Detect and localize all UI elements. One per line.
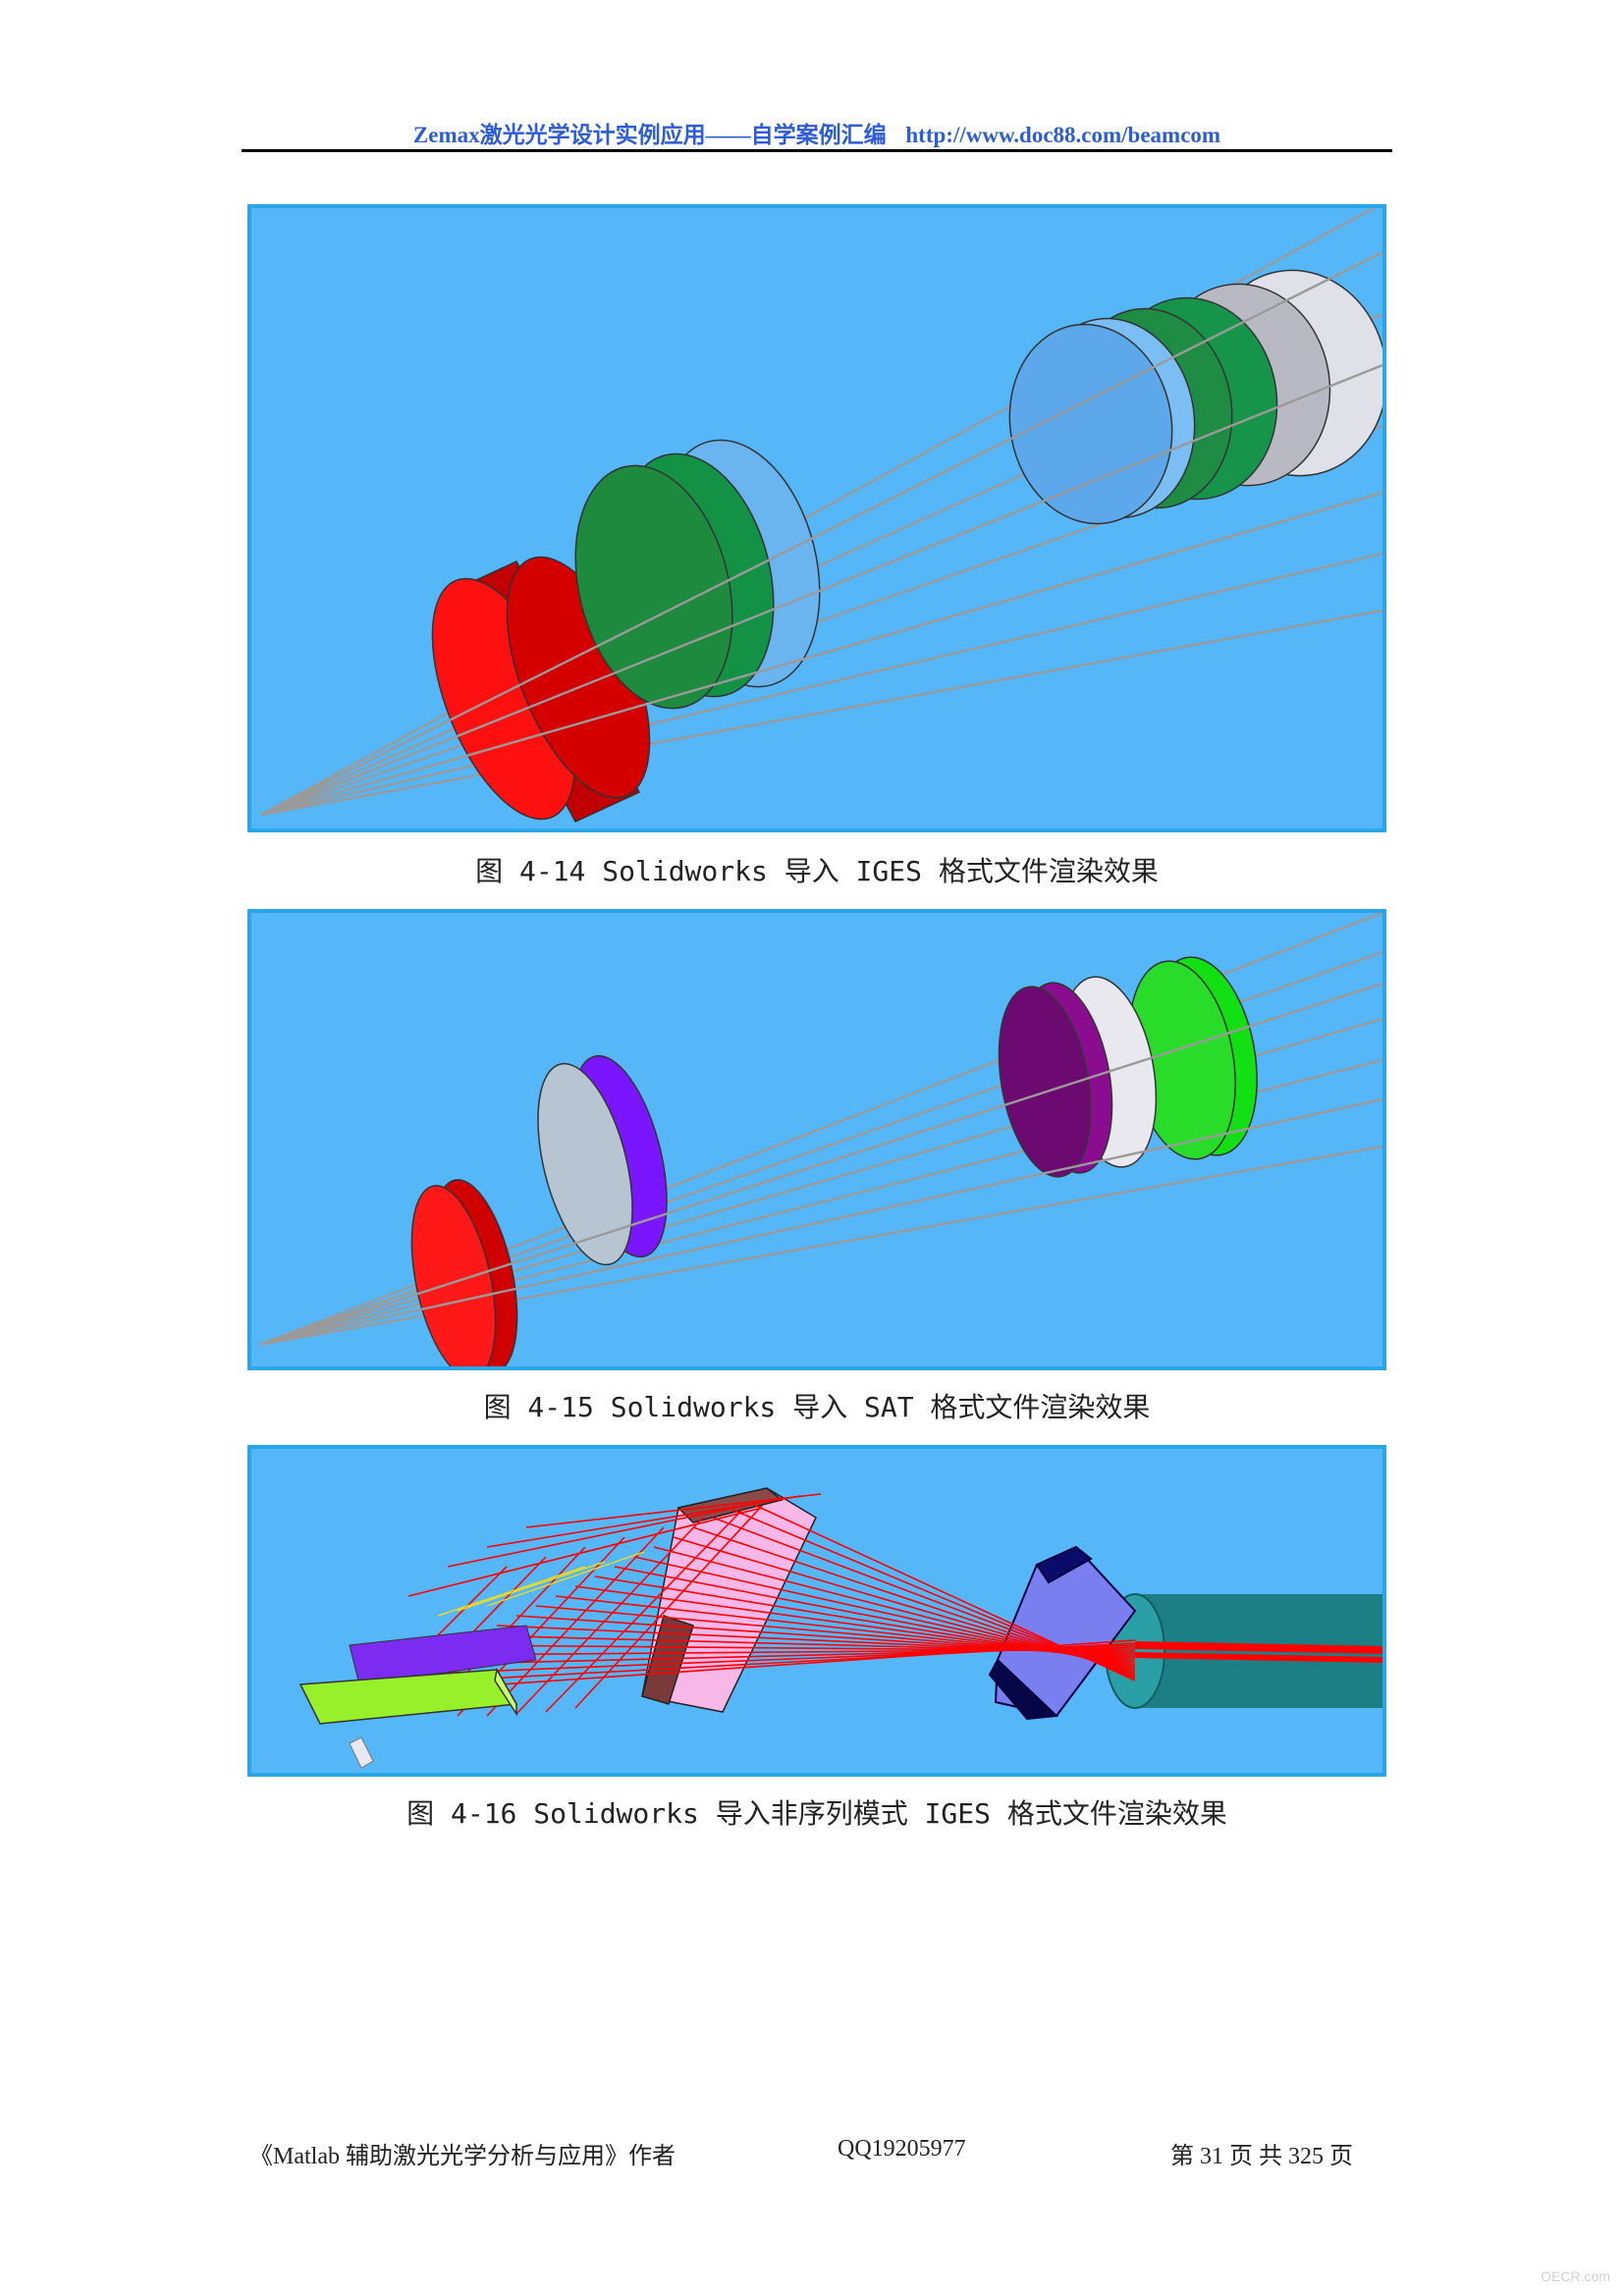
silver-violet-lens: [537, 1054, 668, 1266]
header-title: Zemax激光光学设计实例应用——自学案例汇编: [412, 123, 887, 147]
yellow-rays: [437, 1551, 645, 1617]
figure-4-14-svg: [260, 208, 1382, 823]
red-lens: [410, 1179, 518, 1366]
page-header: Zemax激光光学设计实例应用——自学案例汇编 http://www.doc88…: [244, 116, 1390, 149]
green-blue-lens: [574, 439, 821, 710]
ray-fan-front: [260, 250, 1382, 817]
watermark: OECR.com: [1541, 2269, 1610, 2284]
small-block: [349, 1736, 374, 1769]
figure-4-15-caption: 图 4-15 Solidworks 导入 SAT 格式文件渲染效果: [483, 1391, 1151, 1423]
footer-book: 《Matlab 辅助激光光学分析与应用》作者: [249, 2144, 676, 2169]
figure-4-16-render: [247, 1445, 1386, 1777]
figure-4-15-svg: [258, 913, 1382, 1366]
footer-page: 第 31 页 共 325 页: [1170, 2144, 1353, 2169]
purple-bar: [349, 1625, 537, 1685]
figure-4-14-render: [247, 204, 1386, 832]
footer-qq: QQ19205977: [838, 2136, 966, 2162]
focusing-lens: [988, 1545, 1137, 1721]
figure-4-14-caption: 图 4-14 Solidworks 导入 IGES 格式文件渲染效果: [475, 855, 1159, 887]
ray-fan-front: [258, 982, 1382, 1347]
header-rule: [242, 149, 1392, 152]
triplet-lens-group: [1008, 269, 1382, 525]
figure-4-16-caption: 图 4-16 Solidworks 导入非序列模式 IGES 格式文件渲染效果: [406, 1797, 1227, 1830]
green-bar: [298, 1667, 518, 1725]
figure-4-15-render: [247, 909, 1386, 1370]
header-url: http://www.doc88.com/beamcom: [905, 123, 1221, 147]
purple-white-green-group: [998, 956, 1258, 1178]
figure-4-16-svg: [298, 1487, 1382, 1769]
